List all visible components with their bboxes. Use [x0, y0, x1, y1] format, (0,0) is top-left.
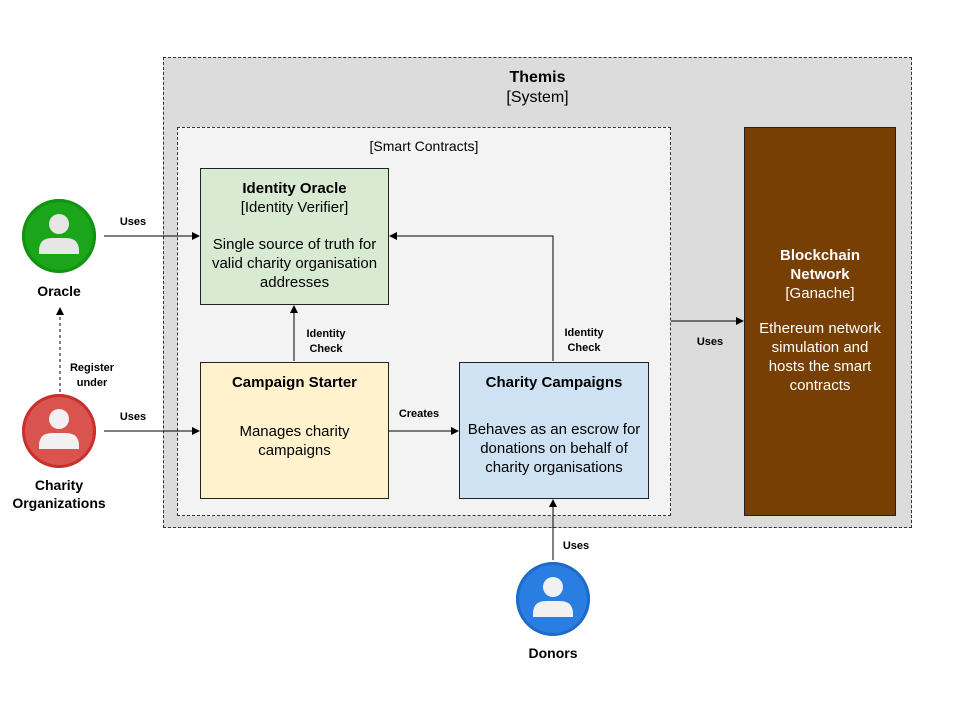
identity-oracle-description: Single source of truth for valid charity…: [211, 236, 378, 291]
system-title: Themis [System]: [163, 68, 912, 108]
label-creates: Creates: [398, 408, 440, 420]
campaign-starter-description: Manages charity campaigns: [239, 423, 350, 459]
blockchain-network-box[interactable]: Blockchain Network [Ganache] Ethereum ne…: [744, 127, 896, 516]
charity-campaigns-box[interactable]: Charity Campaigns Behaves as an escrow f…: [459, 362, 649, 499]
charity-campaigns-description: Behaves as an escrow for donations on be…: [467, 421, 641, 476]
label-register-under: Register under: [69, 362, 115, 389]
charity-organizations-person-icon[interactable]: [22, 394, 96, 468]
identity-oracle-box[interactable]: Identity Oracle [Identity Verifier] Sing…: [200, 168, 389, 305]
identity-oracle-type: [Identity Verifier]: [240, 199, 349, 216]
campaign-starter-box[interactable]: Campaign Starter Manages charity campaig…: [200, 362, 389, 499]
label-oracle-uses: Uses: [119, 216, 147, 228]
blockchain-description: Ethereum network simulation and hosts th…: [759, 320, 881, 394]
edge-campaigns-identity-check: [389, 232, 554, 361]
label-donors-uses: Uses: [562, 540, 590, 552]
blockchain-type: [Ganache]: [785, 285, 855, 302]
oracle-label: Oracle: [37, 283, 81, 299]
system-type: [System]: [506, 89, 569, 106]
donors-person-icon[interactable]: [516, 562, 590, 636]
oracle-person-icon[interactable]: [22, 199, 96, 273]
smart-contracts-label: [Smart Contracts]: [369, 138, 479, 154]
charity-organizations-label: Charity Organizations: [12, 477, 106, 511]
campaign-starter-title: Campaign Starter: [231, 374, 358, 391]
label-campaigns-identity-check: Identity Check: [564, 327, 604, 354]
charity-campaigns-title: Charity Campaigns: [485, 374, 623, 391]
system-name: Themis: [509, 69, 566, 86]
label-starter-identity-check: Identity Check: [306, 328, 346, 355]
donors-label: Donors: [528, 645, 578, 661]
label-system-uses: Uses: [696, 336, 724, 348]
label-charity-uses: Uses: [119, 411, 147, 423]
identity-oracle-title: Identity Oracle: [242, 180, 347, 197]
blockchain-title: Blockchain Network: [779, 247, 861, 283]
